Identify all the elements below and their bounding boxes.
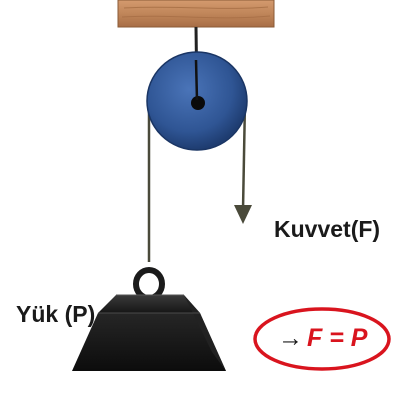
rope-pull-side — [241, 100, 247, 211]
weight-hook-ring — [133, 267, 165, 301]
formula: →F = P — [278, 326, 367, 351]
force-arrow-icon — [234, 205, 252, 224]
pulley-axle — [191, 96, 205, 110]
ceiling-beam — [117, 0, 275, 28]
force-label: Kuvvet(F) — [274, 216, 381, 242]
load-weight — [72, 294, 226, 371]
formula-highlight-ellipse — [253, 307, 391, 371]
load-label: Yük (P) — [16, 301, 96, 327]
formula-arrow: → — [278, 324, 303, 352]
formula-equation: F = P — [307, 324, 368, 352]
